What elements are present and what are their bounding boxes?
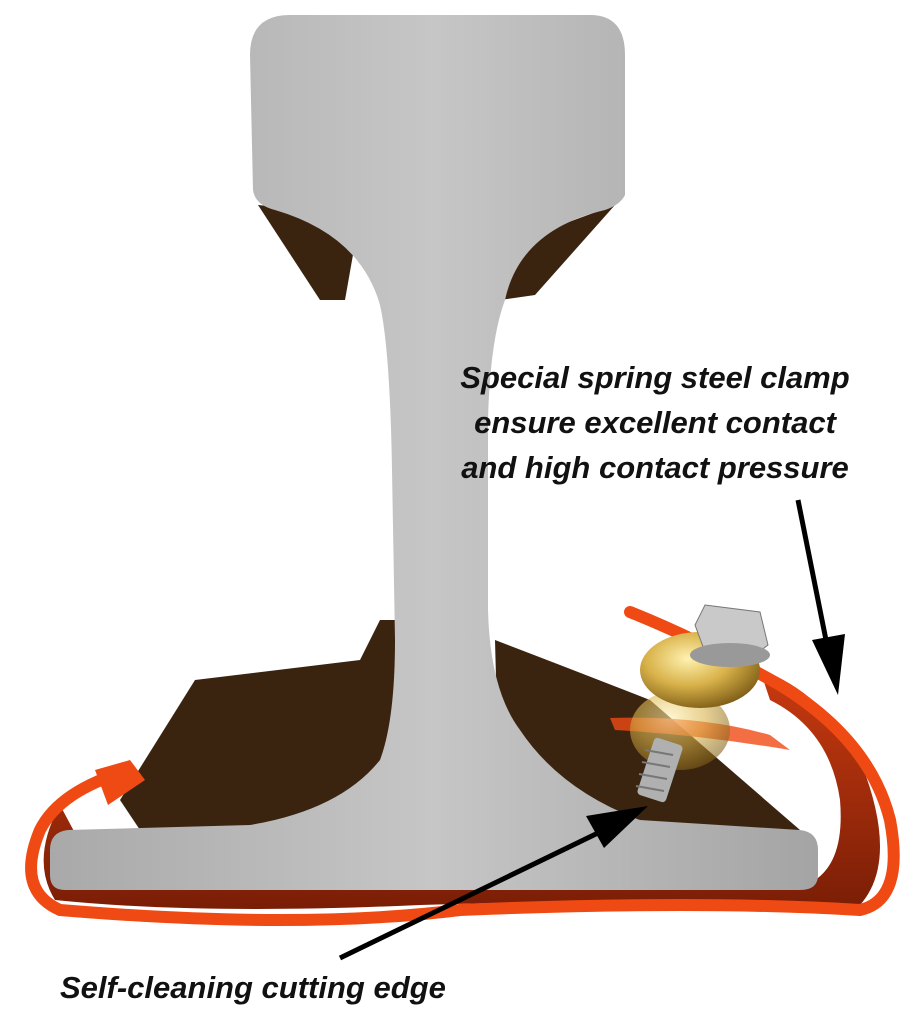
clamp-annotation-line-2: ensure excellent contact <box>474 405 836 440</box>
clamp-annotation-line-3: and high contact pressure <box>461 450 849 485</box>
bolt-assembly <box>630 604 770 803</box>
spring-steel-clamp <box>25 606 900 926</box>
arrow-to-clamp <box>795 499 845 695</box>
clamp-annotation-line-1: Special spring steel clamp <box>460 360 850 395</box>
clamp-tip-left <box>95 760 145 805</box>
clamp-annotation: Special spring steel clamp ensure excell… <box>400 355 910 490</box>
cutting-edge-annotation: Self-cleaning cutting edge <box>60 970 446 1005</box>
rail <box>50 15 818 890</box>
arrow-to-cutting-edge <box>338 806 648 961</box>
